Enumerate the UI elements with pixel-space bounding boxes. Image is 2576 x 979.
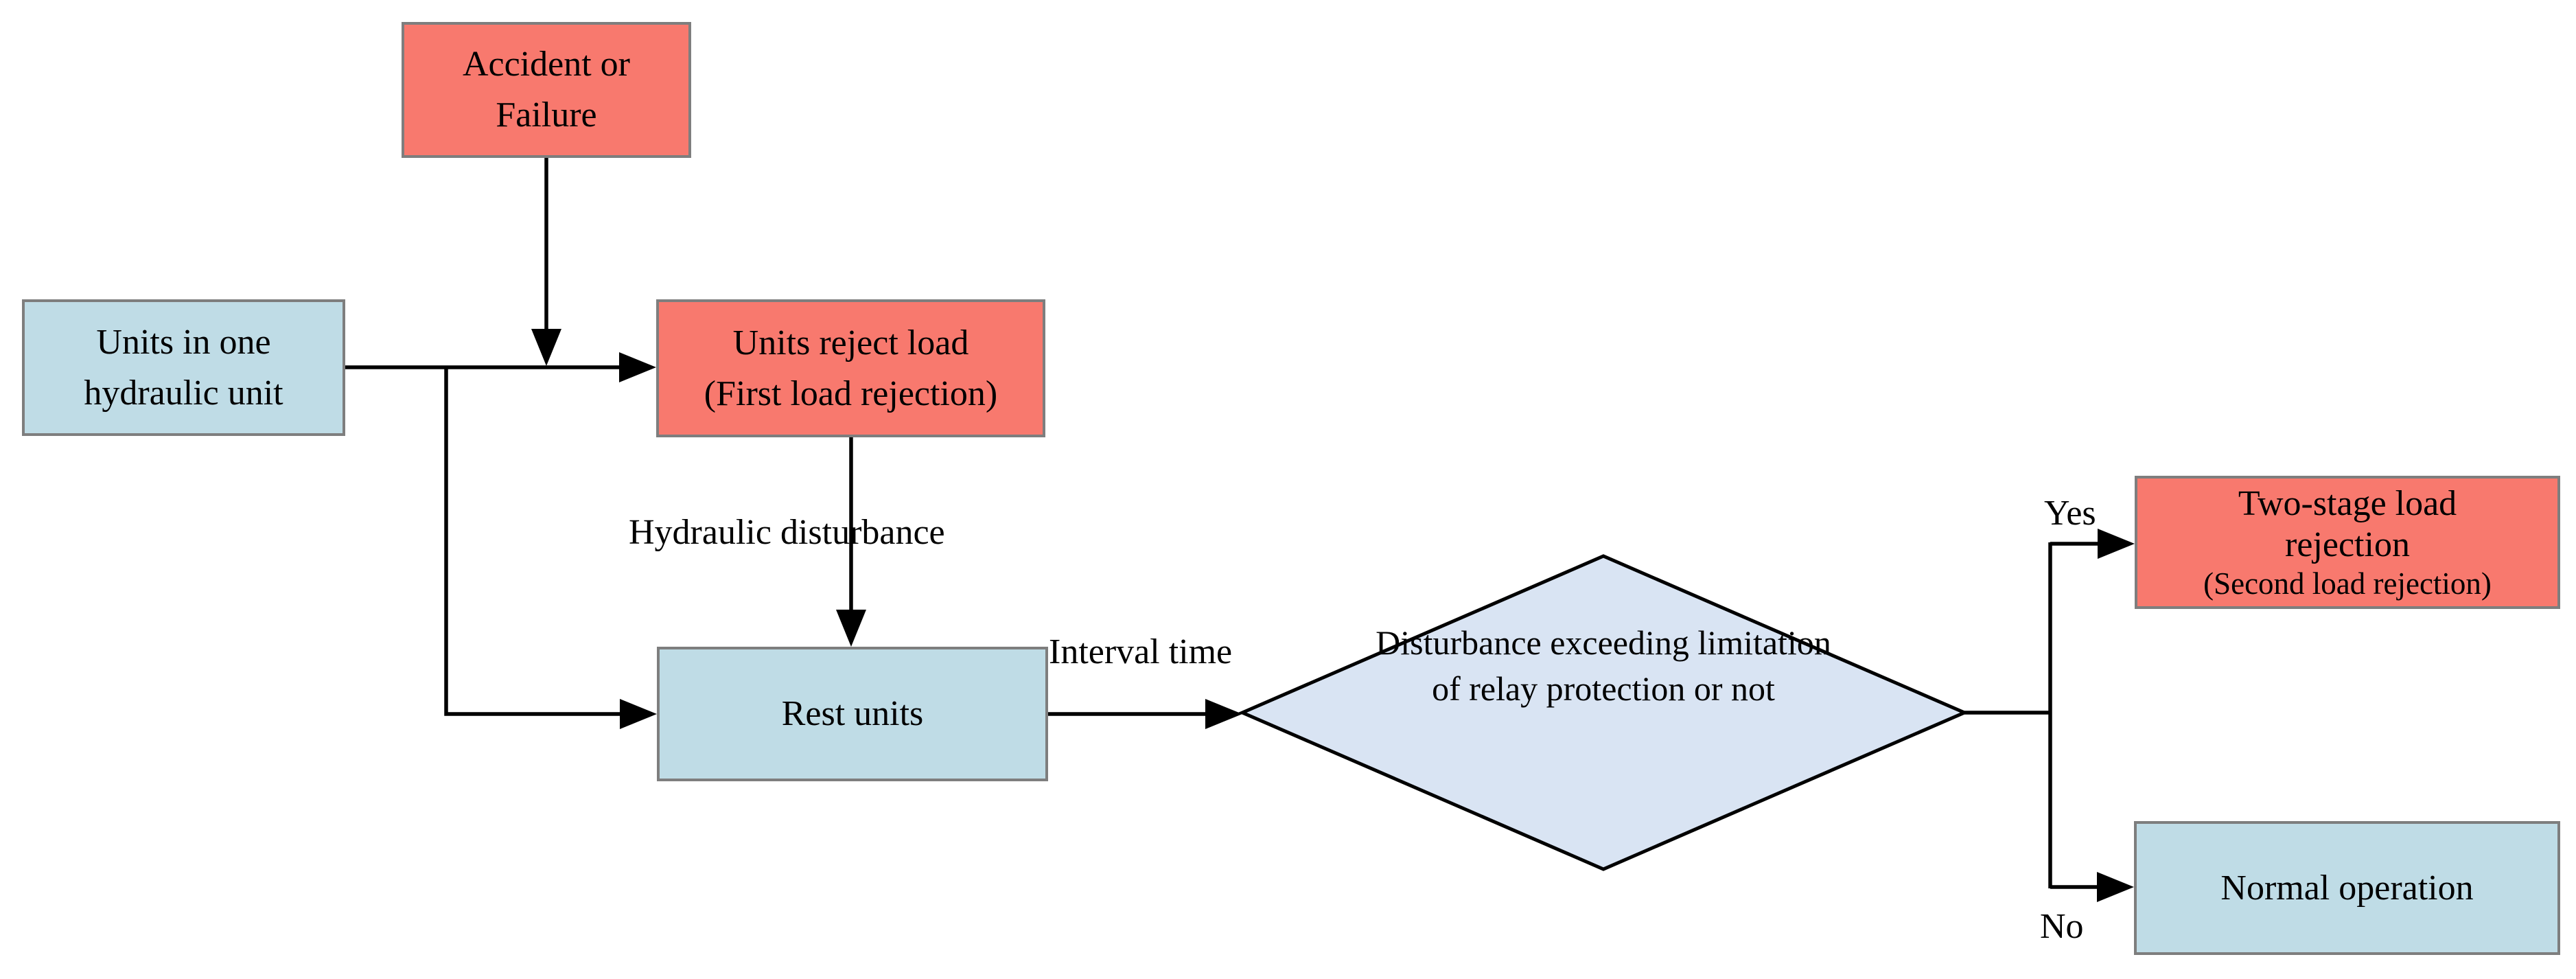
node-two-stage-load-rejection: Two-stage load rejection (Second load re…	[2135, 476, 2560, 609]
arrowhead-normal-right-icon	[2097, 872, 2134, 902]
node-label-line: Failure	[496, 95, 597, 135]
node-rest-units: Rest units	[657, 647, 1048, 781]
node-label-line: Units reject load	[732, 323, 969, 362]
arrowhead-twostage-right-icon	[2098, 529, 2135, 559]
node-label-line: exceeding	[1550, 623, 1689, 662]
node-accident-or-failure: Accident or Failure	[402, 22, 691, 158]
node-label-line: limitation of relay	[1432, 623, 1831, 708]
node-label-line: (First load rejection)	[704, 373, 998, 413]
node-label-line: protection or not	[1546, 669, 1775, 708]
node-label-line: Accident or	[462, 45, 630, 84]
edge-label-interval-time: Interval time	[1049, 632, 1233, 671]
node-normal-operation: Normal operation	[2134, 821, 2560, 955]
arrowhead-restunits-down-icon	[836, 610, 866, 647]
node-label-line: Rest units	[781, 694, 924, 734]
node-label-line: Units in one	[96, 322, 271, 362]
arrowhead-accident-down-icon	[531, 329, 561, 366]
node-units-reject-load: Units reject load (First load rejection)	[656, 299, 1045, 437]
edge-label-no: No	[2040, 907, 2084, 946]
node-decision-disturbance-label: Disturbance exceeding limitation of rela…	[1363, 620, 1844, 712]
edge-label-line: disturbance	[780, 513, 945, 552]
node-label-line: hydraulic unit	[84, 373, 283, 413]
node-label-line: Two-stage load	[2238, 483, 2457, 523]
node-label-line: Disturbance	[1376, 623, 1542, 662]
node-units-in-one-hydraulic-unit: Units in one hydraulic unit	[22, 299, 345, 436]
arrowhead-restunits-right-icon	[620, 699, 657, 729]
node-label-line: Normal operation	[2220, 868, 2474, 908]
edge-label-line: Hydraulic	[629, 513, 771, 552]
edge-unitsone-to-restunits	[444, 367, 620, 716]
node-label-line: (Second load rejection)	[2203, 566, 2492, 601]
edge-label-yes: Yes	[2044, 494, 2096, 533]
arrowhead-reject-right-icon	[619, 352, 656, 382]
edge-label-hydraulic-disturbance: Hydraulic disturbance	[629, 507, 945, 558]
node-label-line: rejection	[2285, 525, 2410, 564]
arrowhead-decision-right-icon	[1205, 699, 1242, 729]
decision-diamond-shape	[1238, 554, 1969, 871]
